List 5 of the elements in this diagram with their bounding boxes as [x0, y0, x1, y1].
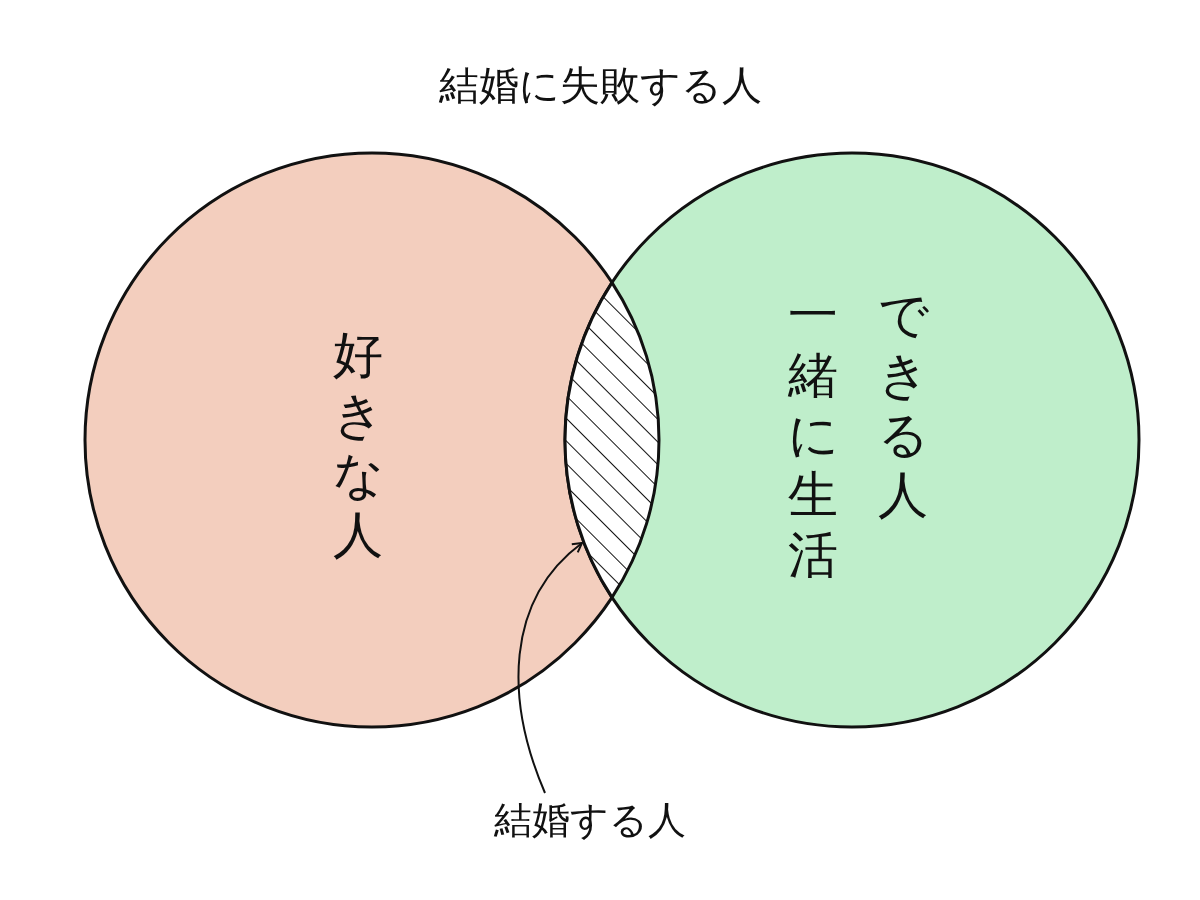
leader-arrow: [517, 542, 583, 794]
circle-label: 好きな人: [331, 325, 385, 565]
circle-label: 一緒に生活できる人: [786, 285, 930, 585]
diagram-title: 結婚に失敗する人: [437, 61, 763, 110]
callout-text: 結婚する人: [494, 798, 686, 842]
